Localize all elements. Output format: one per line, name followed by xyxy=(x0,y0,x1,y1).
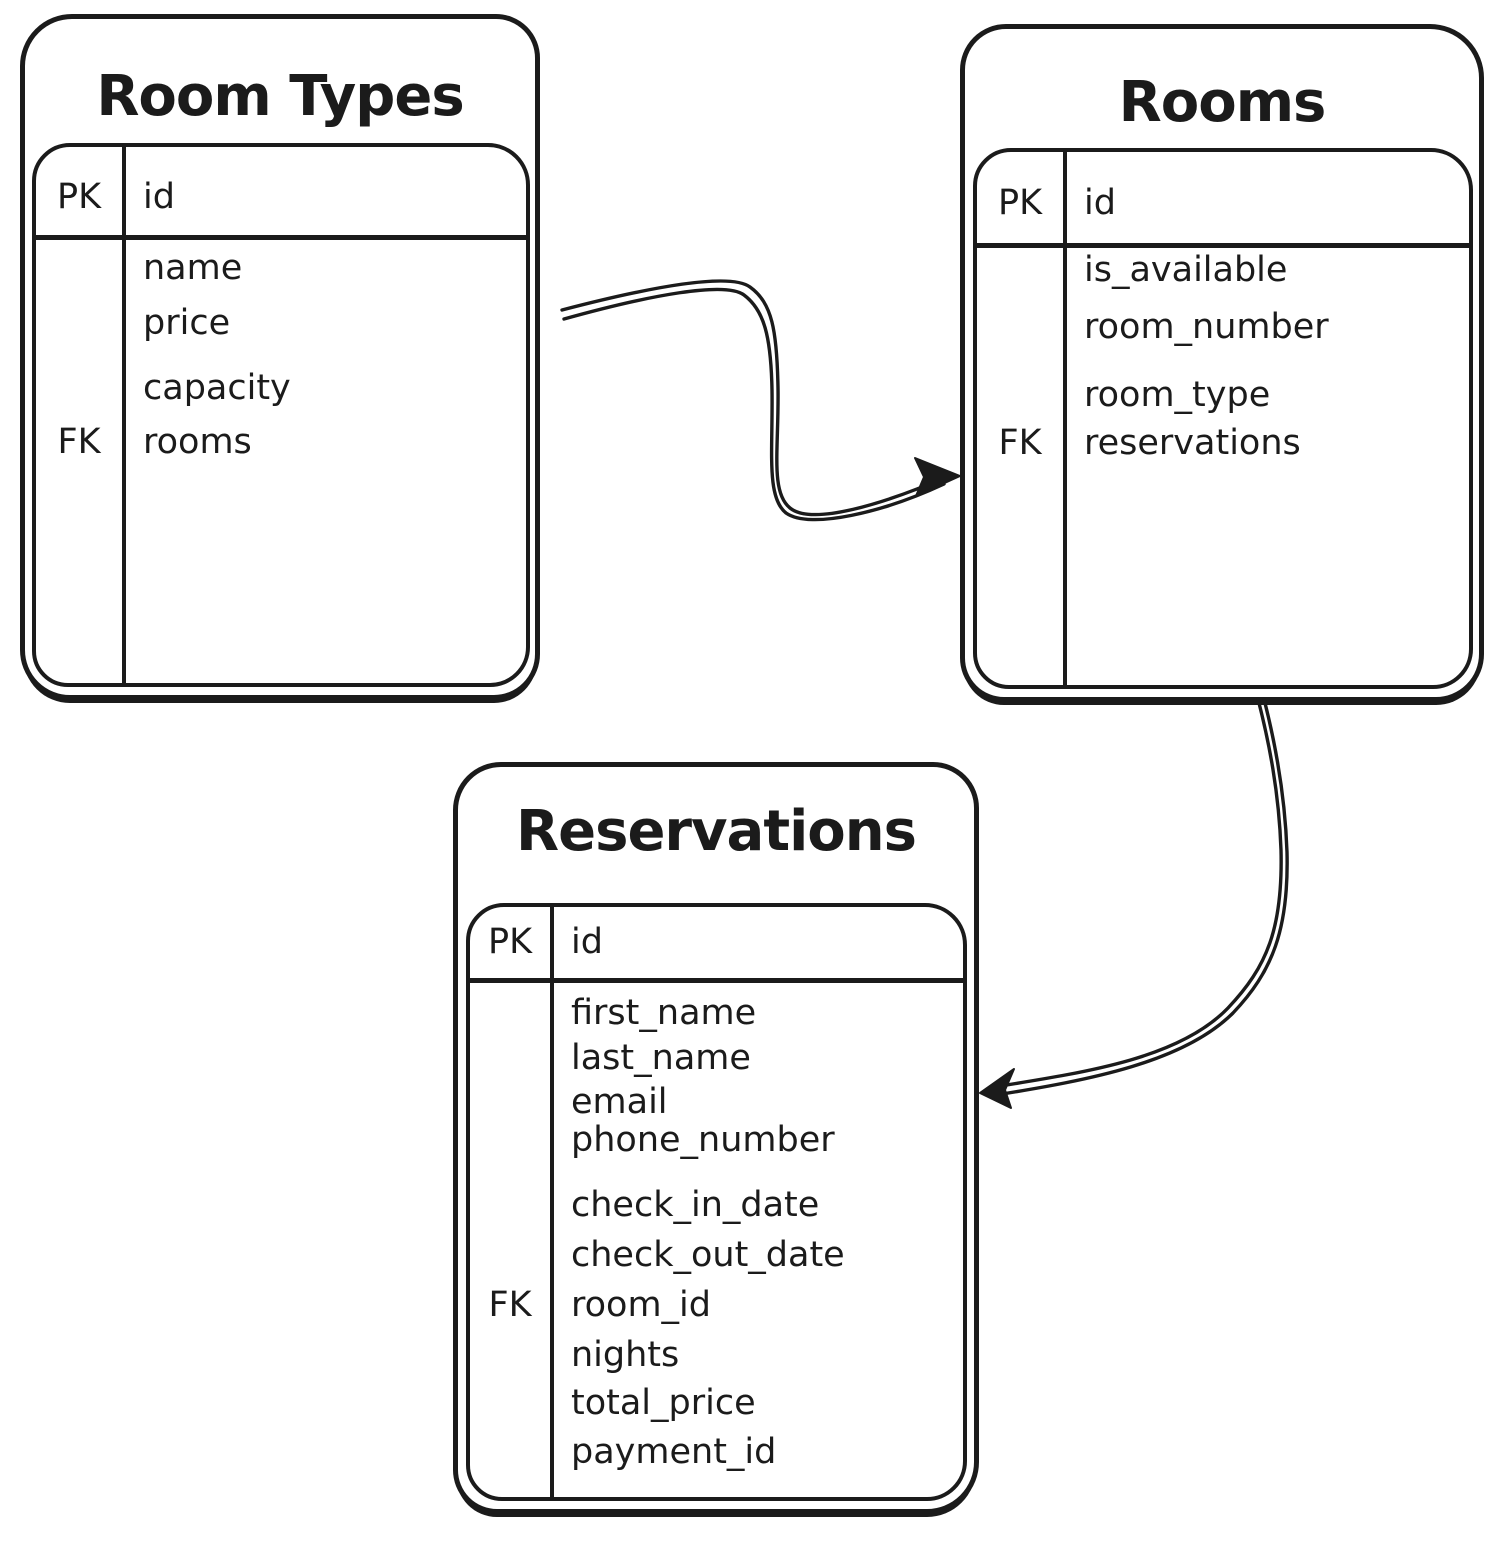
table-grid-room-types: PK id name price capacity FK rooms xyxy=(32,143,530,687)
table-row: FK reservations xyxy=(977,421,1469,465)
row-field-label: first_name xyxy=(571,993,757,1033)
row-field-label: reservations xyxy=(1084,423,1301,463)
pk-label: PK xyxy=(997,183,1043,223)
header-row: PK id xyxy=(977,181,1469,225)
key-column-divider xyxy=(550,904,554,1499)
row-field-label: check_in_date xyxy=(571,1185,820,1225)
arrow-shaft xyxy=(994,697,1289,1097)
header-divider-line xyxy=(33,235,529,240)
table-row: last_name xyxy=(470,1036,963,1080)
table-row: FK rooms xyxy=(36,420,526,464)
row-field-label: room_id xyxy=(571,1285,711,1325)
pk-field-label: id xyxy=(143,177,175,217)
table-row: room_number xyxy=(977,305,1469,349)
fk-label: FK xyxy=(57,422,101,462)
table-row: price xyxy=(36,301,526,345)
table-room-types: Room Types PK id name price capacity FK xyxy=(20,14,540,700)
relation-arrow-rooms-to-reservations xyxy=(979,697,1289,1109)
table-grid-reservations: PK id first_name last_name email phone_n… xyxy=(466,903,967,1501)
row-field-label: capacity xyxy=(143,368,291,408)
header-divider-line xyxy=(974,243,1472,248)
fk-label: FK xyxy=(998,423,1042,463)
table-rooms: Rooms PK id is_available room_number roo… xyxy=(960,24,1484,702)
header-row: PK id xyxy=(36,175,526,219)
table-row: first_name xyxy=(470,991,963,1035)
row-field-label: name xyxy=(143,248,243,288)
row-field-label: check_out_date xyxy=(571,1235,845,1275)
table-row: FK room_id xyxy=(470,1283,963,1327)
arrowhead xyxy=(979,1068,1015,1109)
table-row: total_price xyxy=(470,1381,963,1425)
row-field-label: is_available xyxy=(1084,250,1288,290)
table-row: email xyxy=(470,1080,963,1124)
table-title-reservations: Reservations xyxy=(516,799,917,864)
table-title-rooms: Rooms xyxy=(1118,70,1327,135)
table-row: room_type xyxy=(977,373,1469,417)
row-field-label: total_price xyxy=(571,1383,756,1423)
row-field-label: rooms xyxy=(143,422,252,462)
arrow-shaft xyxy=(562,287,946,522)
arrow-shaft xyxy=(992,697,1283,1089)
row-field-label: email xyxy=(571,1082,668,1122)
relation-arrow-room-types-to-rooms xyxy=(560,279,961,522)
arrowhead xyxy=(914,457,961,497)
table-row: payment_id xyxy=(470,1430,963,1474)
table-title-room-types: Room Types xyxy=(96,64,464,129)
row-field-label: room_type xyxy=(1084,375,1271,415)
row-field-label: room_number xyxy=(1084,307,1329,347)
row-field-label: payment_id xyxy=(571,1432,777,1472)
table-reservations: Reservations PK id first_name last_name … xyxy=(453,762,979,1514)
header-divider-line xyxy=(467,978,966,983)
row-field-label: last_name xyxy=(571,1038,751,1078)
table-row: nights xyxy=(470,1333,963,1377)
table-row: is_available xyxy=(977,248,1469,292)
table-row: check_out_date xyxy=(470,1233,963,1277)
table-row: phone_number xyxy=(470,1118,963,1162)
row-field-label: phone_number xyxy=(571,1120,835,1160)
table-grid-rooms: PK id is_available room_number room_type… xyxy=(973,148,1473,689)
pk-field-label: id xyxy=(1084,183,1116,223)
key-column-divider xyxy=(122,144,126,685)
table-row: name xyxy=(36,246,526,290)
pk-label: PK xyxy=(56,177,102,217)
table-row: check_in_date xyxy=(470,1183,963,1227)
row-field-label: price xyxy=(143,303,231,343)
arrow-shaft xyxy=(560,279,948,517)
header-row: PK id xyxy=(470,920,963,964)
pk-field-label: id xyxy=(571,922,603,962)
pk-label: PK xyxy=(487,922,533,962)
row-field-label: nights xyxy=(571,1335,680,1375)
fk-label: FK xyxy=(488,1285,532,1325)
table-row: capacity xyxy=(36,366,526,410)
key-column-divider xyxy=(1063,149,1067,687)
